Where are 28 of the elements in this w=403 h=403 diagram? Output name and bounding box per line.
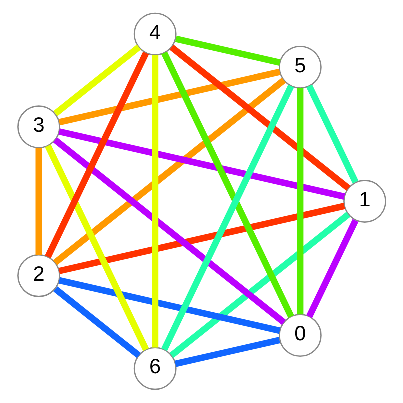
connector — [53, 44, 141, 116]
node-circle: 3 — [17, 106, 60, 149]
connector — [161, 84, 294, 352]
connector — [53, 286, 141, 358]
connector — [58, 68, 280, 126]
connector — [174, 36, 280, 66]
node-circle: 0 — [278, 314, 322, 358]
connector — [169, 44, 350, 191]
connector — [35, 148, 42, 256]
connector — [174, 337, 280, 368]
node-circle: 2 — [17, 254, 60, 298]
connector — [58, 202, 345, 274]
connector — [58, 128, 345, 200]
connector — [58, 277, 280, 334]
connector — [52, 138, 286, 326]
connector — [169, 212, 350, 358]
node-circle: 5 — [278, 46, 322, 89]
connector — [161, 52, 294, 318]
connector — [44, 52, 149, 258]
connector — [52, 78, 286, 266]
connector — [44, 144, 149, 352]
node-circle: 4 — [133, 12, 176, 56]
connector — [306, 219, 358, 318]
node-circle: 6 — [133, 347, 176, 390]
node-circle: 1 — [343, 180, 386, 223]
connector — [152, 55, 158, 348]
connector — [306, 84, 358, 184]
connector — [296, 88, 304, 315]
